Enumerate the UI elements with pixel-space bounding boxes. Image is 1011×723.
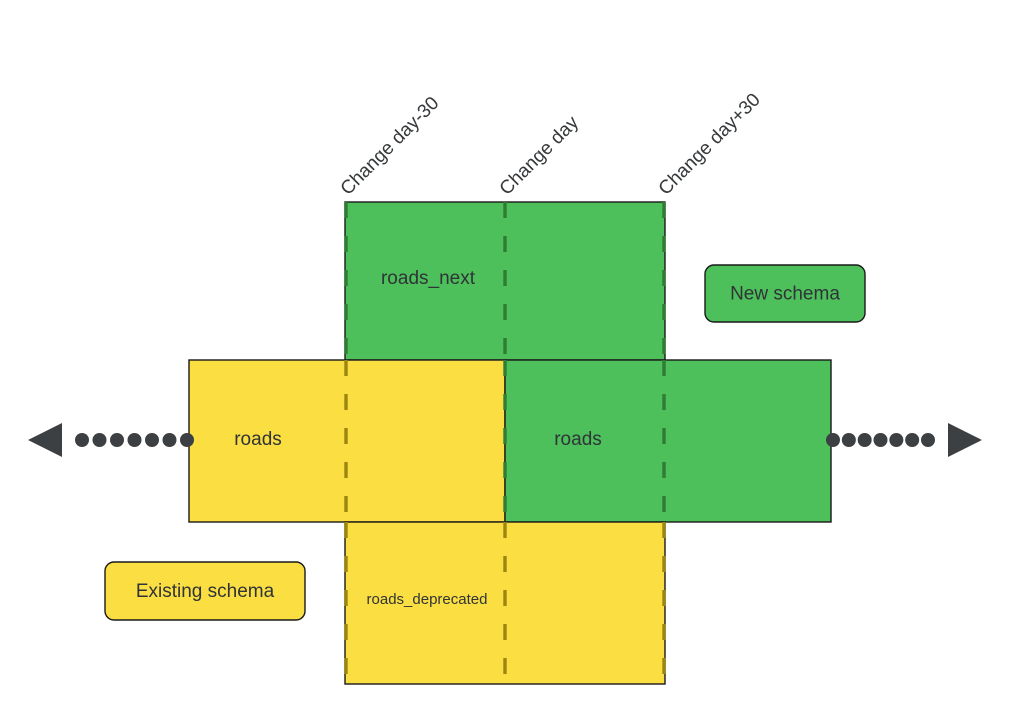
- timeline-dot: [110, 433, 124, 447]
- legend-existing-schema-label: Existing schema: [136, 581, 275, 602]
- schema-blocks: [188, 201, 832, 685]
- timeline-dot: [889, 433, 904, 447]
- roads-new-block: [504, 359, 832, 523]
- roads-new-block-label: roads: [554, 429, 602, 450]
- legend-new-schema-swatch: [704, 264, 866, 323]
- timeline-arrow-left: [28, 423, 194, 457]
- legend-existing-schema-swatch: [104, 561, 306, 621]
- roads-deprecated-block-label: roads_deprecated: [367, 591, 488, 608]
- timeline-dot: [905, 433, 920, 447]
- timeline-dot: [145, 433, 159, 447]
- timeline-dot: [826, 433, 840, 447]
- timeline-dot: [873, 433, 888, 447]
- timeline-marker-label-change-day-minus-30: Change day-30: [337, 93, 444, 200]
- timeline-arrows: [28, 423, 982, 457]
- timeline-marker-label-change-day: Change day: [496, 112, 584, 200]
- timeline-marker-label-change-day-plus-30: Change day+30: [655, 89, 765, 199]
- timeline-dot: [841, 433, 856, 447]
- timeline-arrow-right: [826, 423, 982, 457]
- timeline-dot: [857, 433, 872, 447]
- timeline-guides: [344, 202, 666, 684]
- timeline-dot: [92, 433, 107, 447]
- arrowhead-right-icon: [948, 423, 982, 457]
- timeline-dot: [180, 433, 194, 447]
- timeline-dot: [921, 433, 935, 447]
- timeline-dot: [75, 433, 89, 447]
- timeline-dot: [127, 433, 142, 447]
- timeline-marker-labels: Change day-30 Change day Change day+30: [337, 89, 765, 199]
- legend-existing-schema: Existing schema: [104, 561, 306, 621]
- roads-existing-block-label: roads: [234, 429, 282, 450]
- timeline-dot: [162, 433, 177, 447]
- legend-new-schema-label: New schema: [730, 284, 840, 305]
- legend-new-schema: New schema: [704, 264, 866, 323]
- roads-next-block-label: roads_next: [381, 268, 476, 289]
- arrowhead-left-icon: [28, 423, 62, 457]
